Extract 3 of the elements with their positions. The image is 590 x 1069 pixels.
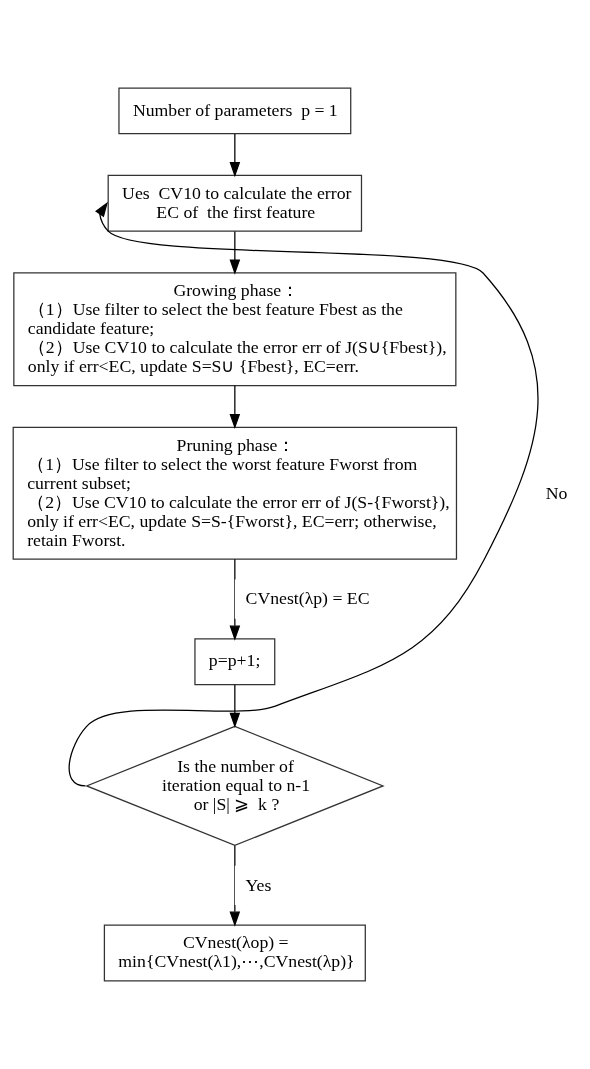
edge-label: Yes [245,874,272,895]
edge-label: CVnest(λp) = EC [245,588,370,609]
edge-label: No [545,482,568,503]
